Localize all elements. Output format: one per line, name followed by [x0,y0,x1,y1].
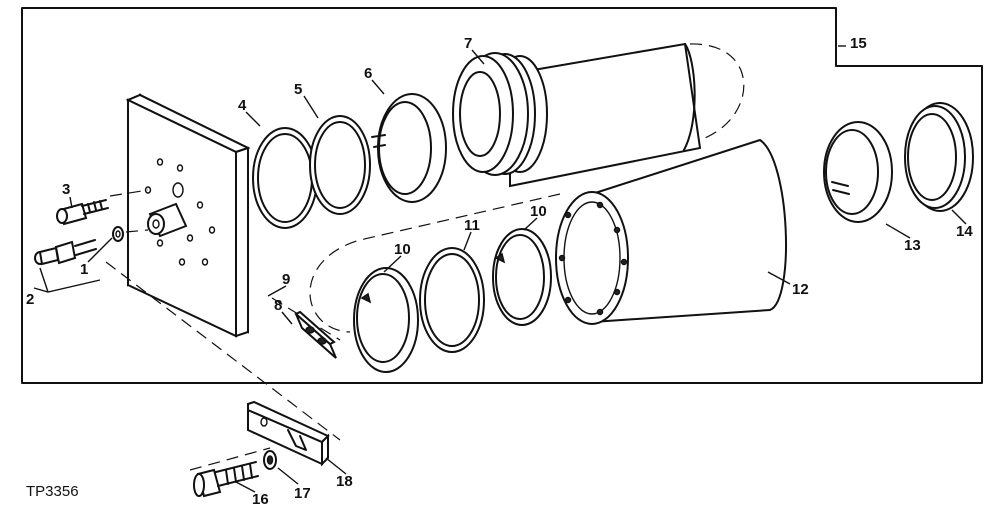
leader-lines [33,45,967,493]
callout-14: 14 [956,223,973,240]
fitting-screw [56,199,109,226]
fitting-assembly [34,226,124,266]
bracket-18 [247,400,330,467]
tie-plate [294,310,337,359]
mounting-plate [125,93,251,338]
assembly-border [21,7,983,384]
callout-17: 17 [294,485,311,502]
callout-10-right: 10 [530,203,547,220]
ring-5 [309,115,371,215]
assembly-line-plate-bracket [105,261,341,441]
callout-4: 4 [238,97,247,114]
washer-17 [263,450,277,470]
hidden-cylinder-outline [309,193,561,333]
callout-8: 8 [274,297,282,314]
split-ring-10-left [353,267,419,373]
callout-6: 6 [364,65,372,82]
figure-code: TP3356 [26,483,79,500]
callout-12: 12 [792,281,809,298]
callout-16: 16 [252,491,269,508]
callout-15: 15 [850,35,867,52]
callout-1: 1 [80,261,88,278]
lower-cylinder-12 [555,138,787,325]
assembly-line-fitting-b [125,229,149,233]
callout-11: 11 [464,217,480,234]
callout-2: 2 [26,291,34,308]
split-ring-13 [823,121,893,223]
bolt-16 [193,461,259,498]
callout-10-left: 10 [394,241,411,258]
callout-9: 9 [282,271,290,288]
callout-18: 18 [336,473,353,490]
callout-7: 7 [464,35,472,52]
split-ring-10-right [492,228,552,326]
callout-5: 5 [294,81,302,98]
upper-cylinder-7 [452,42,745,188]
assembly-line-bolt-lower [189,447,271,471]
callout-13: 13 [904,237,921,254]
split-ring-6 [371,93,447,203]
ring-11 [419,247,485,353]
ring-4 [252,127,318,229]
ring-14 [904,102,974,212]
assembly-line-fitting-a [109,189,149,197]
callout-3: 3 [62,181,70,198]
